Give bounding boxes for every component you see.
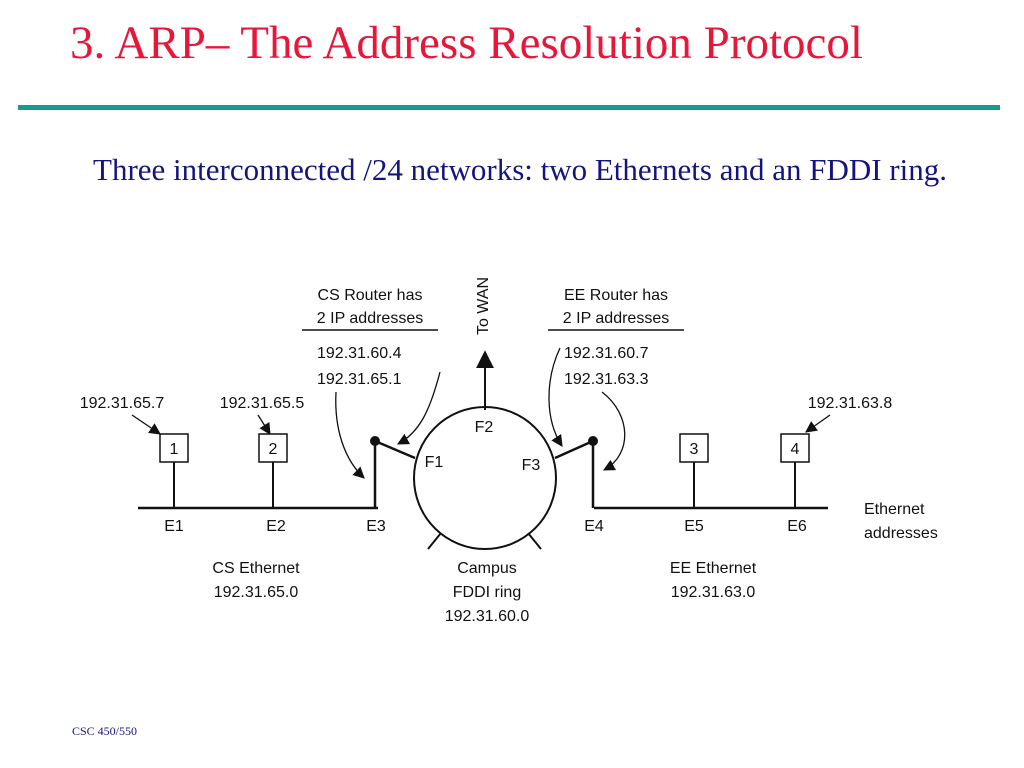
cs-router-note-line1: CS Router has xyxy=(318,287,423,304)
ee-router-ip-fddi: 192.31.60.7 xyxy=(564,345,649,362)
host-3-box xyxy=(679,433,709,463)
ee-router-note-line2: 2 IP addresses xyxy=(563,310,669,327)
ethernet-port-e1: E1 xyxy=(164,518,184,535)
to-wan-label: To WAN xyxy=(475,277,492,335)
cs-router-fddi-pointer xyxy=(396,371,441,445)
cs-ethernet-name: CS Ethernet xyxy=(212,560,300,577)
ee-router-fddi-pointer xyxy=(548,347,563,447)
title-divider xyxy=(18,105,1000,110)
ethernet-port-e6: E6 xyxy=(787,518,807,535)
ee-ethernet-name: EE Ethernet xyxy=(670,560,757,577)
fddi-stub-lower-right xyxy=(527,532,542,550)
host2-pointer xyxy=(257,414,271,435)
ee-router-node xyxy=(588,436,598,446)
ee-router-ip-ethernet: 192.31.63.3 xyxy=(564,371,649,388)
ee-router-ring-link xyxy=(554,439,594,460)
slide-footer: CSC 450/550 xyxy=(72,724,138,738)
ethernet-addresses-label-line1: Ethernet xyxy=(864,501,925,518)
host-3-label: 3 xyxy=(690,441,699,458)
fddi-ring-name-line1: Campus xyxy=(457,560,517,577)
host1-ip-label: 192.31.65.7 xyxy=(80,395,165,412)
host-1-box xyxy=(159,433,189,463)
slide-title: 3. ARP– The Address Resolution Protocol xyxy=(70,17,863,69)
host-1-label: 1 xyxy=(170,441,179,458)
ethernet-addresses-label-line2: addresses xyxy=(864,525,938,542)
slide-subtitle: Three interconnected /24 networks: two E… xyxy=(93,152,947,187)
cs-router-ethernet-pointer xyxy=(335,391,365,479)
host-2-label: 2 xyxy=(269,441,278,458)
cs-router-ip-ethernet: 192.31.65.1 xyxy=(317,371,402,388)
ethernet-port-e5: E5 xyxy=(684,518,704,535)
fddi-ring xyxy=(413,406,557,550)
ethernet-port-e2: E2 xyxy=(266,518,286,535)
cs-router-ring-link xyxy=(374,439,416,460)
fddi-port-f1: F1 xyxy=(425,454,444,471)
cs-ethernet-network: 192.31.65.0 xyxy=(214,584,299,601)
ee-ethernet-network: 192.31.63.0 xyxy=(671,584,756,601)
cs-router-node xyxy=(370,436,380,446)
host-4-label: 4 xyxy=(791,441,800,458)
host1-pointer xyxy=(131,414,161,435)
cs-router-note-line2: 2 IP addresses xyxy=(317,310,423,327)
host4-ip-label: 192.31.63.8 xyxy=(808,395,893,412)
ee-router-note-line1: EE Router has xyxy=(564,287,668,304)
ee-router-ethernet-pointer xyxy=(601,391,626,471)
host2-ip-label: 192.31.65.5 xyxy=(220,395,305,412)
cs-router-ip-fddi: 192.31.60.4 xyxy=(317,345,402,362)
ethernet-port-e3: E3 xyxy=(366,518,386,535)
fddi-stub-lower-left xyxy=(427,532,442,550)
host-2-box xyxy=(258,433,288,463)
host-4-box xyxy=(780,433,810,463)
fddi-port-f2: F2 xyxy=(475,419,494,436)
fddi-port-f3: F3 xyxy=(522,457,541,474)
host4-pointer xyxy=(805,414,831,433)
fddi-ring-name-line2: FDDI ring xyxy=(453,584,521,601)
ethernet-port-e4: E4 xyxy=(584,518,604,535)
fddi-ring-network: 192.31.60.0 xyxy=(445,608,530,625)
